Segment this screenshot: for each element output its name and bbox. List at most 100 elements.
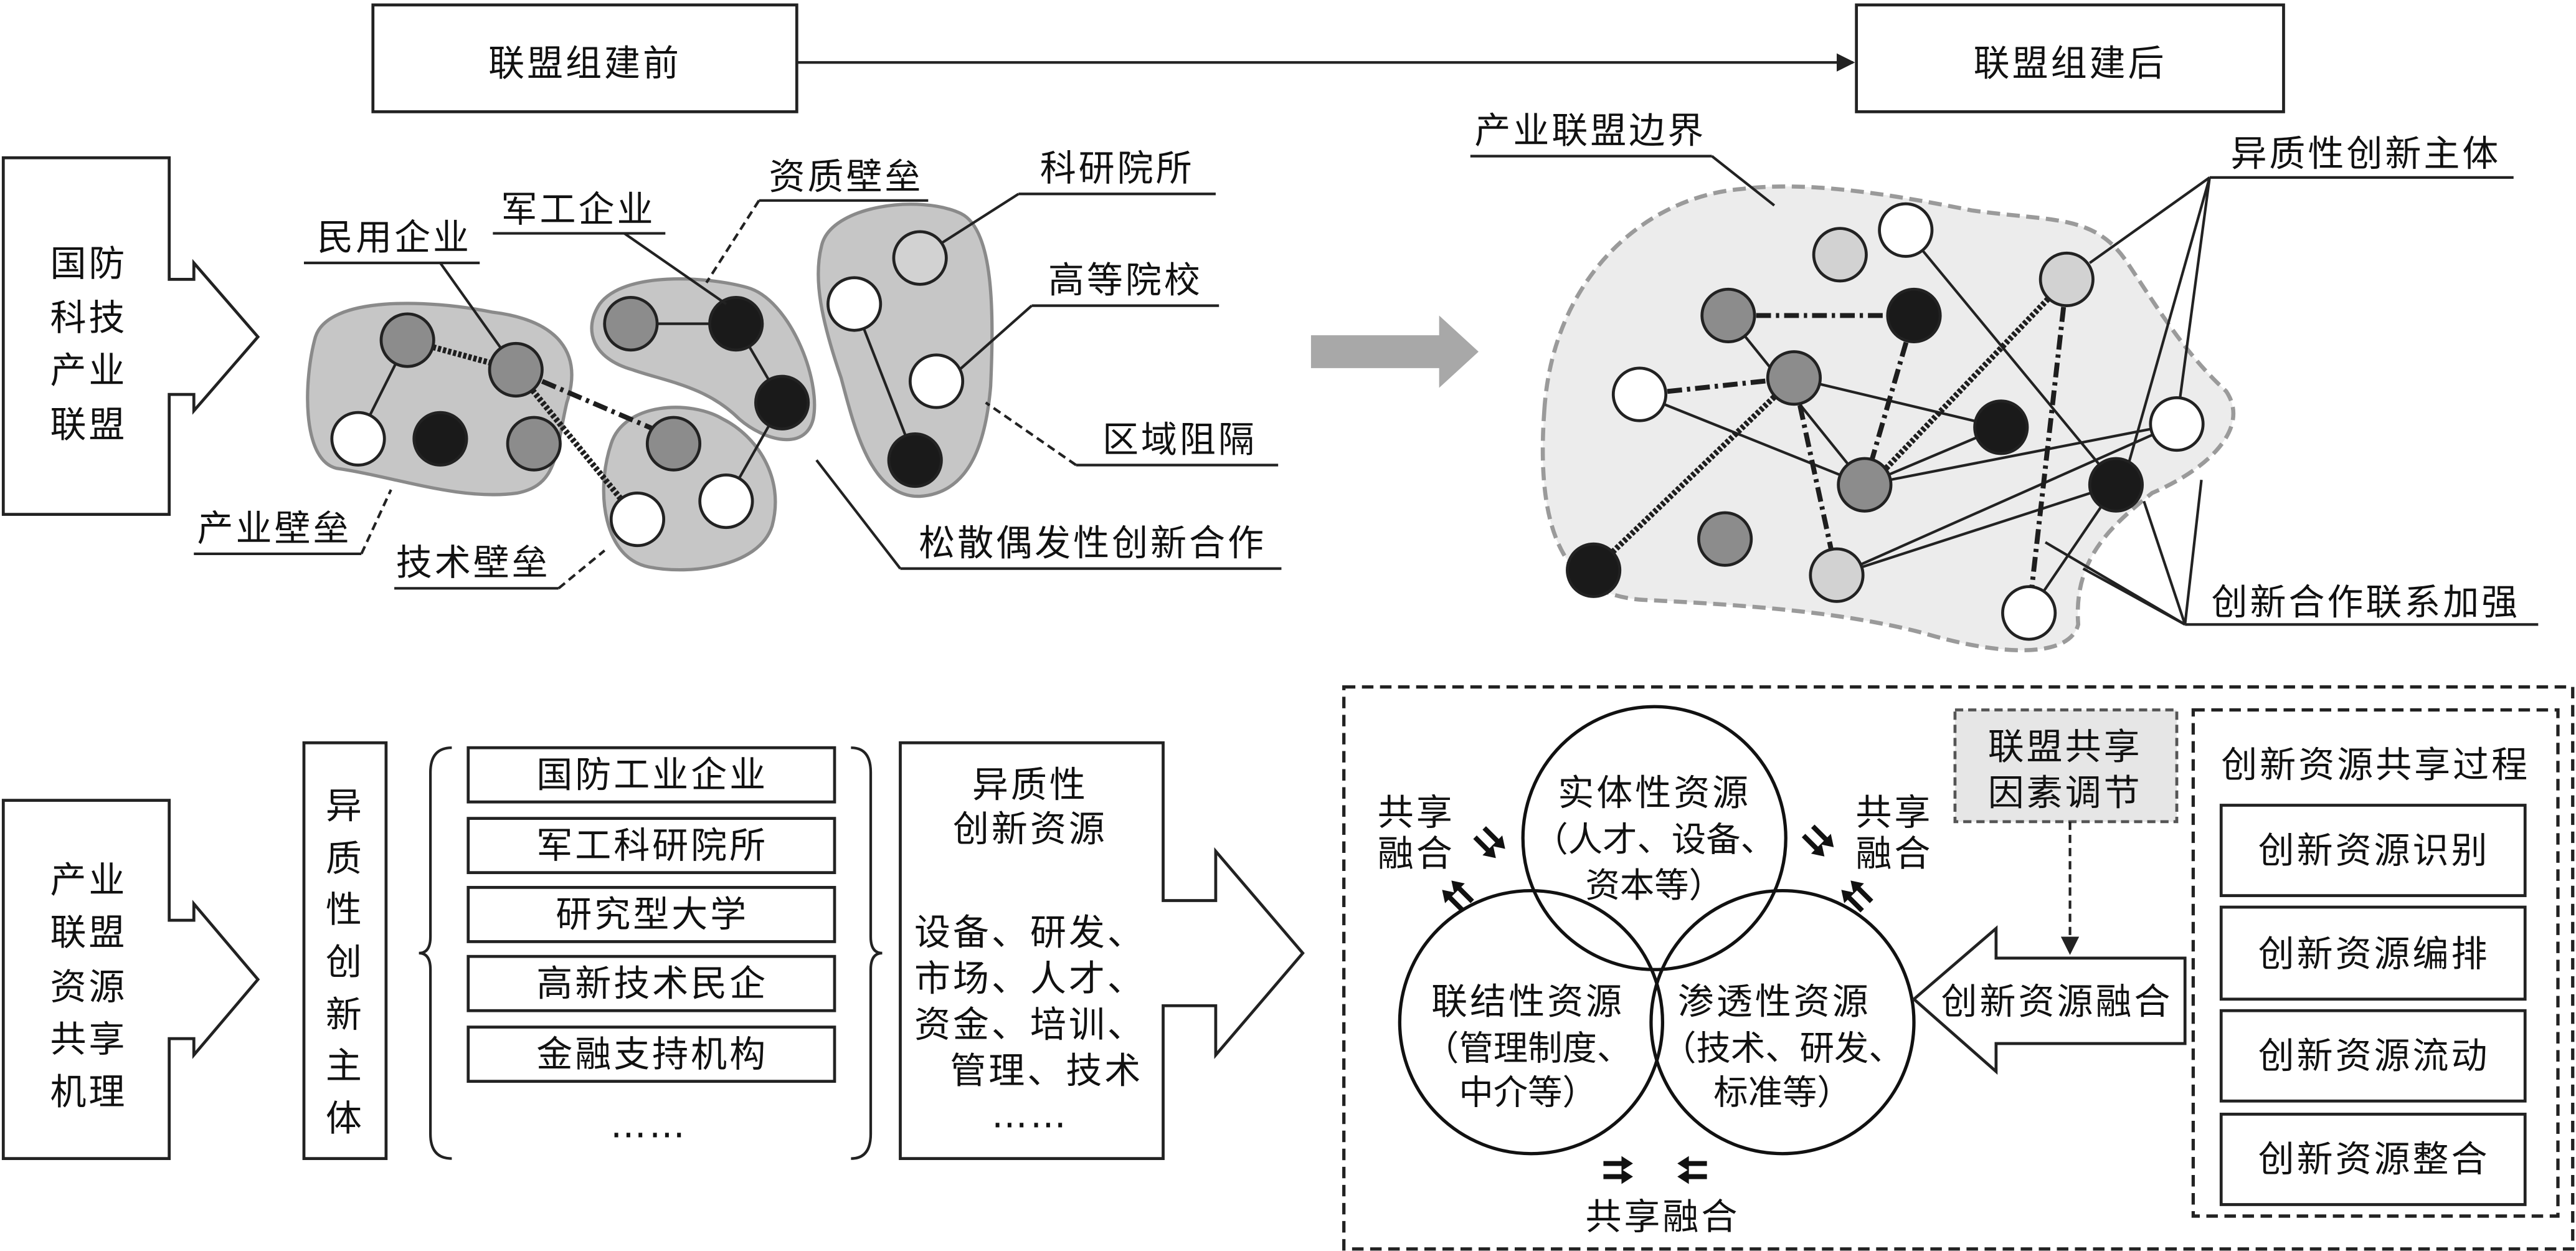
exchange-arrows-icon	[1836, 875, 1877, 916]
leader-line	[439, 262, 503, 350]
node-white	[1611, 366, 1668, 422]
subject-item-box	[466, 954, 836, 1012]
link-line	[1864, 422, 2177, 487]
subject-item: 高新技术民企	[536, 962, 768, 1004]
subject-item-box	[466, 886, 836, 943]
mechanism-arrow-shape	[1, 799, 260, 1160]
node-black	[1566, 542, 1622, 598]
sharing-panel-frame	[1342, 685, 2575, 1251]
node-grey	[1837, 457, 1893, 513]
mechanism-label-line: 共享	[50, 1018, 127, 1060]
node-black	[1973, 399, 2029, 455]
node-black	[2088, 457, 2144, 513]
subject-item-box	[466, 1025, 836, 1083]
mechanism-label-line: 资源	[50, 966, 127, 1008]
node-grey	[645, 416, 702, 472]
node-grey	[488, 341, 544, 398]
leader-line	[2089, 176, 2211, 264]
node-light	[1812, 227, 1868, 283]
process-step: 创新资源流动	[2258, 1035, 2490, 1077]
node-white	[2001, 585, 2057, 641]
leader-line	[705, 199, 760, 283]
weak-link-line	[1591, 376, 1796, 573]
mechanism-label-line: 机理	[50, 1071, 127, 1113]
resources-arrow-box: 异质性 创新资源 设备、研发、 市场、人才、 资金、培训、 管理、技术 ……	[899, 741, 1305, 1160]
node-light	[1809, 547, 1865, 603]
share-fusion-bottom: 共享融合	[1585, 1196, 1740, 1238]
weak-link-line	[1883, 277, 2069, 471]
cooperation-link-line	[1791, 377, 1839, 576]
regulation-box	[1953, 708, 2179, 824]
link-line	[1793, 376, 2002, 429]
cooperation-link-line	[2026, 278, 2070, 614]
share-fusion-right-line: 共享	[1855, 791, 1933, 834]
node-white	[609, 491, 666, 548]
alliance-arrow-shape	[1, 156, 260, 516]
after-box	[1855, 3, 2285, 113]
venn-entity-circle	[1521, 705, 1788, 971]
node-grey	[603, 296, 659, 352]
process-step: 创新资源整合	[2258, 1138, 2490, 1181]
resources-line: 设备、研发、	[914, 911, 1146, 954]
industry-barrier-label: 产业壁垒	[197, 507, 352, 549]
alliance-label-line: 产业	[50, 350, 127, 392]
process-step-box	[2219, 905, 2527, 1001]
loose-cooperation-label: 松散偶发性创新合作	[919, 522, 1266, 564]
cooperation-link-line	[1862, 315, 1916, 486]
before-diagram: 民用企业 军工企业 资质壁垒 科研院所 高等院校 区域阻隔 松散偶发性创新合作 …	[194, 147, 1282, 590]
leader-line	[985, 401, 1077, 467]
venn-entity-detail: （人才、设备、	[1533, 820, 1775, 860]
technology-barrier-label: 技术壁垒	[396, 541, 551, 584]
resources-line: ……	[992, 1094, 1069, 1136]
node-black	[708, 296, 764, 352]
venn-linking-title: 联结性资源	[1431, 981, 1624, 1023]
process-step-box	[2219, 1113, 2527, 1206]
node-grey	[1766, 350, 1822, 406]
resources-title-line: 创新资源	[953, 808, 1107, 850]
regulation-line: 联盟共享	[1988, 726, 2143, 768]
subject-item: 研究型大学	[556, 893, 749, 936]
venn-linking-detail: 中介等）	[1459, 1073, 1597, 1113]
node-white	[826, 276, 883, 332]
node-black	[412, 411, 468, 467]
share-fusion-right-line: 融合	[1855, 832, 1933, 875]
exchange-arrows-icon	[1798, 821, 1839, 862]
subjects-title-char: 异	[326, 785, 364, 827]
mechanism-arrow-box: 产业 联盟 资源 共享 机理	[1, 799, 260, 1160]
header: 联盟组建前 联盟组建后	[371, 3, 2285, 113]
university-label: 高等院校	[1048, 259, 1203, 302]
node-grey	[379, 312, 435, 368]
subjects-title-box	[302, 741, 388, 1160]
subjects-title-char: 新	[326, 994, 364, 1036]
subject-item: 金融支持机构	[536, 1033, 768, 1075]
link-line	[1639, 393, 1865, 487]
leader-line	[1711, 155, 1776, 207]
leader-line	[959, 305, 1033, 371]
alliance-label-line: 联盟	[50, 404, 127, 446]
cooperation-link-line	[1639, 375, 1794, 397]
node-grey	[1697, 511, 1753, 567]
subject-item: 军工科研院所	[536, 824, 768, 867]
right-brace	[851, 746, 883, 1160]
research-institute-label: 科研院所	[1040, 147, 1195, 189]
leader-line	[557, 549, 606, 589]
subjects-more: ……	[610, 1103, 688, 1146]
fusion-arrow-shape	[1911, 925, 2187, 1075]
alliance-boundary-label: 产业联盟边界	[1474, 109, 1706, 151]
process-step: 创新资源识别	[2258, 829, 2490, 872]
subjects-group: 异 质 性 创 新 主 体 国防工业企业 军工科研院所 研究型大学 高新技术民企…	[302, 741, 883, 1160]
alliance-label-line: 科技	[50, 297, 127, 339]
process-step: 创新资源编排	[2258, 933, 2490, 975]
exchange-arrows-icon	[1469, 822, 1511, 863]
transition-arrow	[1310, 315, 1479, 388]
venn-permeating-detail: （技术、研发、	[1662, 1029, 1903, 1068]
venn-linking-detail: （管理制度、	[1424, 1029, 1631, 1068]
resources-line: 管理、技术	[950, 1049, 1143, 1092]
after-diagram: 产业联盟边界 异质性创新主体 创新合作联系加强	[1470, 109, 2539, 652]
venn-linking-circle	[1398, 889, 1665, 1156]
exchange-arrows-icon	[1603, 1156, 1633, 1184]
mechanism-label-line: 产业	[50, 859, 127, 901]
heterogeneous-subjects-label: 异质性创新主体	[2230, 132, 2501, 174]
resources-title-line: 异质性	[972, 763, 1088, 806]
